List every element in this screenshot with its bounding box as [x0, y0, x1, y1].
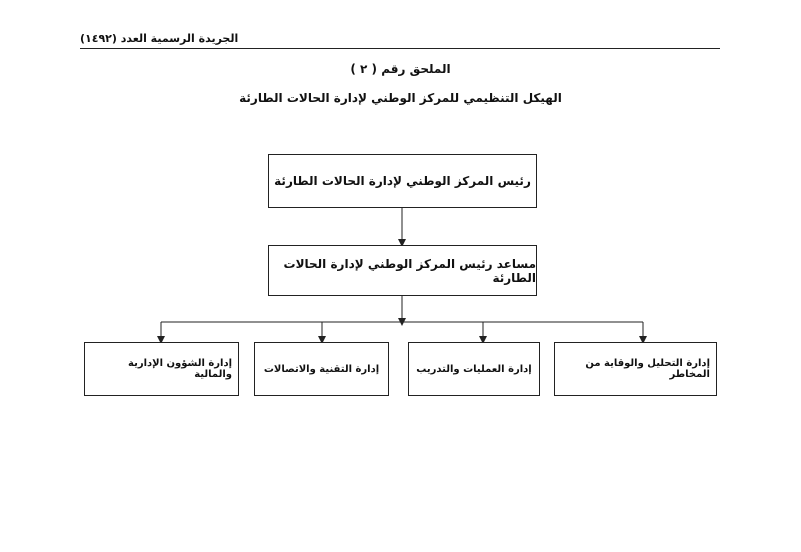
org-chart-title: الهيكل التنظيمي للمركز الوطني لإدارة الح…: [239, 91, 562, 105]
gazette-header: الجريدة الرسمية العدد (١٤٩٢): [80, 32, 239, 45]
department-technology-communications-box: إدارة التقنية والاتصالات: [254, 342, 389, 396]
head-box: رئيس المركز الوطني لإدارة الحالات الطارئ…: [268, 154, 537, 208]
annex-title: الملحق رقم ( ٢ ): [350, 62, 451, 76]
header-divider: [80, 48, 720, 49]
department-operations-training-box: إدارة العمليات والتدريب: [408, 342, 540, 396]
department-admin-finance-box: إدارة الشؤون الإدارية والمالية: [84, 342, 239, 396]
department-risk-analysis-box: إدارة التحليل والوقاية من المخاطر: [554, 342, 717, 396]
assistant-box: مساعد رئيس المركز الوطني لإدارة الحالات …: [268, 245, 537, 296]
